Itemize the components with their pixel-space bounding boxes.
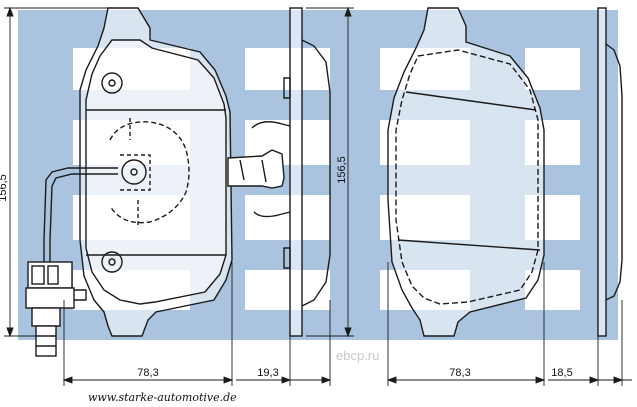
right-side-view-pad — [597, 7, 623, 337]
dim-thickness-back: 18,5 — [551, 367, 572, 379]
dim-thickness-side: 19,3 — [257, 367, 278, 379]
website-url: www.starke-automotive.de — [88, 391, 237, 404]
dim-width-back: 78,3 — [449, 367, 470, 379]
side-view-pad — [227, 7, 331, 337]
watermark-text: ebcp.ru — [336, 348, 379, 363]
dim-width-front: 78,3 — [137, 367, 158, 379]
back-view-pad — [387, 7, 545, 337]
dim-height-left: 156,5 — [0, 174, 9, 202]
dimension-lines — [4, 6, 632, 386]
dim-height-middle: 156,5 — [336, 156, 348, 184]
front-view-pad — [25, 7, 233, 357]
